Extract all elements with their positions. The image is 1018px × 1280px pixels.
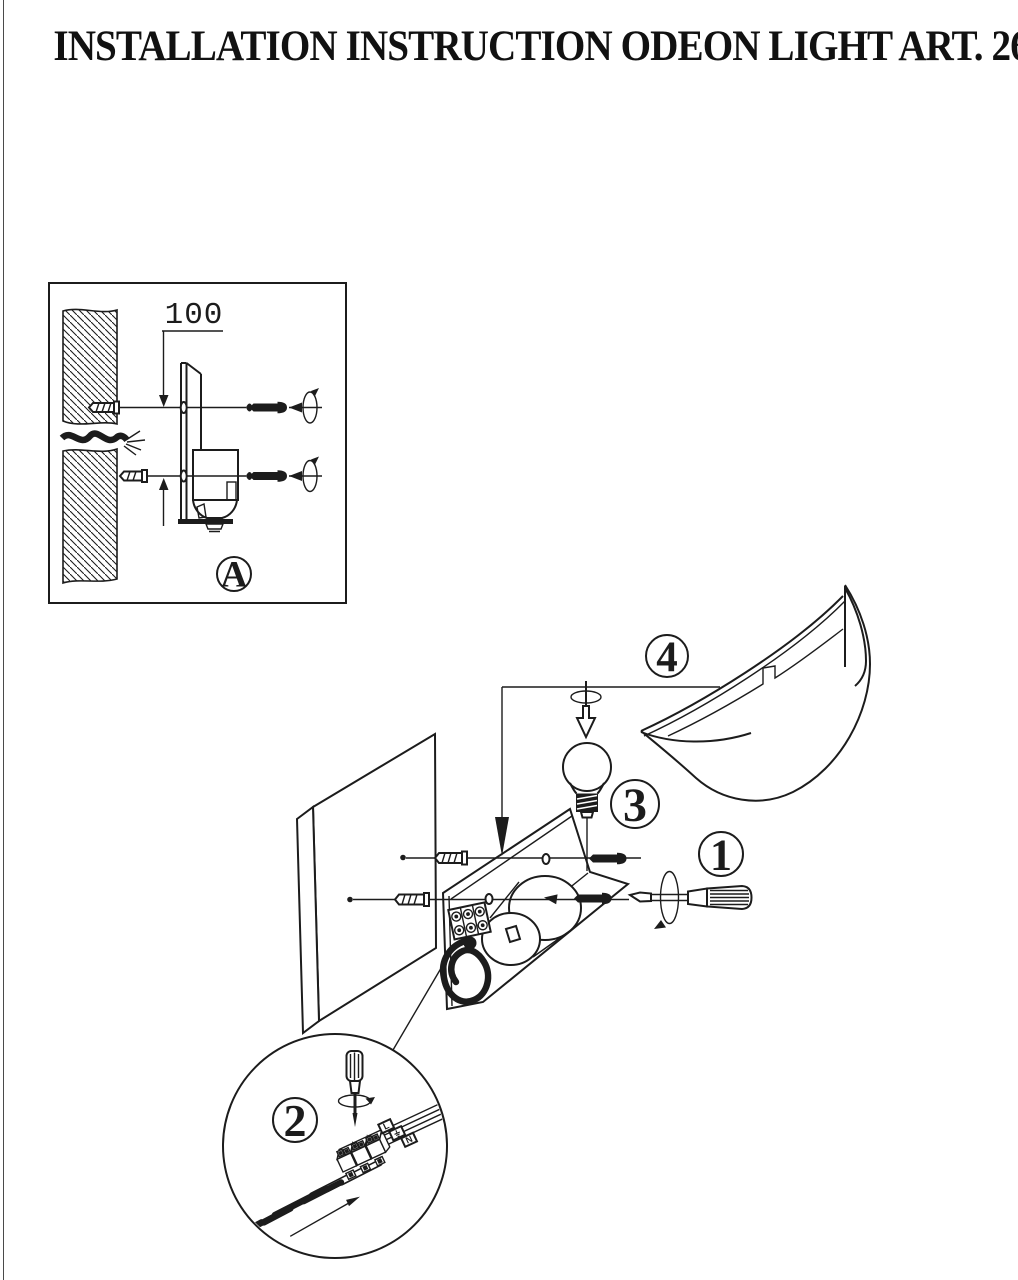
svg-text:1: 1: [710, 831, 732, 880]
wire-tags: L N: [376, 1117, 419, 1149]
fixing-row-upper: [87, 387, 322, 424]
svg-text:2: 2: [284, 1095, 307, 1146]
earth-tag: [387, 1124, 407, 1142]
wall-anchor-icon: [393, 892, 430, 907]
main-fixing-row-lower: [347, 892, 629, 907]
callout-step-3: 3: [610, 779, 660, 832]
detail-2-frame: [222, 1033, 448, 1259]
screw-icon: [249, 470, 287, 482]
terminal-block: [447, 901, 492, 941]
fixture-cable-wires: [379, 1088, 446, 1147]
terminal-screwdriver: [337, 1050, 375, 1127]
terminal-entry-holes: [344, 1155, 386, 1181]
svg-text:L: L: [381, 1120, 391, 1132]
wiring-detail-circle: L N: [222, 1033, 448, 1259]
rotation-arrow-icon: [302, 387, 320, 424]
detail-a-frame: [48, 282, 347, 604]
screw-icon: [589, 852, 627, 865]
svg-text:4: 4: [656, 634, 678, 681]
callout-step-2: 2: [272, 1095, 318, 1146]
detail-a-box: 100: [48, 282, 347, 604]
shade-lock-screw-icon: [204, 523, 225, 533]
main-fixing-row-upper: [400, 850, 641, 866]
glass-shade: [640, 584, 872, 802]
rotation-arrow-icon: [659, 870, 680, 925]
earth-symbol: [394, 1130, 401, 1138]
screwdriver: [627, 870, 753, 929]
detail-a-label: A: [216, 555, 252, 596]
main-exploded-view: 1 3 4: [295, 584, 872, 1051]
insert-arrow-icon: [289, 471, 302, 481]
placement-arrow-icon: [495, 817, 509, 856]
wall-anchor-icon: [87, 400, 120, 415]
insert-arrow-icon: [289, 402, 302, 413]
lamp-socket-side-view: [192, 449, 239, 519]
leader-line-detail-2: [392, 957, 448, 1051]
wire-loop-knot: [463, 936, 477, 950]
neutral-tag: N: [399, 1131, 419, 1149]
wall-cross-section: [62, 308, 118, 585]
screw-icon: [249, 401, 287, 414]
live-tag: L: [376, 1117, 396, 1135]
bulb-rotation-icon: [570, 681, 602, 740]
svg-text:3: 3: [623, 779, 647, 832]
wall-panel: [295, 732, 438, 1035]
light-bulb: [562, 742, 612, 871]
wire-loop: [439, 936, 492, 1005]
callout-step-1: 1: [698, 831, 744, 880]
screwdriver-blade: [352, 1113, 358, 1127]
terminal-block: [335, 1127, 391, 1173]
bracket-flange: [178, 519, 233, 524]
supply-wire-icon: [59, 430, 146, 456]
mounting-bracket-side-view: [178, 362, 233, 533]
view-a-letter: A: [221, 555, 248, 596]
dimension-label: 100: [165, 298, 224, 333]
wall-anchor-icon: [433, 850, 468, 866]
fixing-row-lower: [118, 455, 322, 493]
lamp-socket: [481, 875, 582, 966]
bracket-hole: [179, 469, 188, 483]
wall-anchor-icon: [118, 469, 148, 483]
dimension-100: 100: [159, 298, 223, 526]
callout-step-4: 4: [645, 634, 689, 681]
scan-page-edge: [3, 0, 4, 1280]
bracket-hole: [179, 401, 188, 414]
shade-placement-leader: [495, 686, 720, 856]
wire-insert-arrow: [289, 1196, 360, 1237]
svg-text:N: N: [404, 1134, 414, 1146]
rotation-arrow-icon: [302, 455, 320, 493]
page-title: INSTALLATION INSTRUCTION ODEON LIGHT ART…: [53, 23, 1018, 70]
